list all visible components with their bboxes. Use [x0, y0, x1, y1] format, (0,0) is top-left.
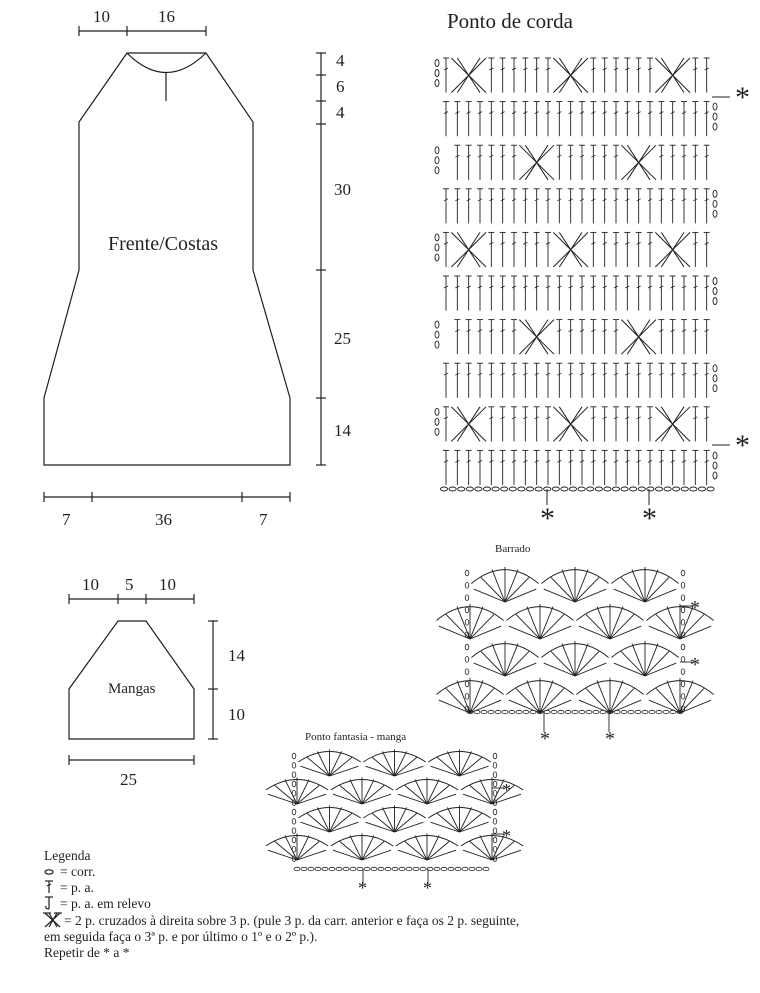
legend-item-chain: = corr. [60, 864, 96, 879]
front-back-label: Frente/Costas [108, 233, 218, 255]
front-back-top-dimension [78, 26, 207, 36]
legend-item-crossed-continuation: em seguida faça o 3ª p. e por último o 1… [44, 929, 318, 944]
sleeves-top-width-3: 10 [159, 575, 176, 594]
front-back-top-width-2: 16 [158, 7, 175, 26]
sleeves-side-dimension [208, 620, 218, 740]
legend-item-crossed: = 2 p. cruzados à direita sobre 3 p. (pu… [64, 913, 520, 928]
corda-repeat-mark-left: * [540, 502, 555, 535]
fantasia-repeat-mark-3: * [358, 878, 367, 898]
ponto-de-corda-chart [434, 57, 730, 505]
corda-repeat-mark-bottom: * [735, 429, 750, 462]
sleeves-outline [68, 620, 195, 740]
barrado-chart [436, 566, 714, 732]
front-back-top-width-1: 10 [93, 7, 110, 26]
sleeves-top-width-1: 10 [82, 575, 99, 594]
fantasia-repeat-mark-2: * [502, 826, 511, 846]
chain-stitch-icon [44, 869, 54, 875]
barrado-repeat-mark-3: * [540, 728, 550, 750]
ponto-fantasia-title: Ponto fantasia - manga [305, 731, 407, 743]
corda-repeat-mark-top: * [735, 81, 750, 114]
fantasia-repeat-mark-1: * [502, 780, 511, 800]
double-crochet-icon [45, 880, 53, 893]
front-back-height-6: 14 [334, 421, 351, 440]
corda-repeat-mark-right: * [642, 502, 657, 535]
sleeves-height-2: 10 [228, 705, 245, 724]
barrado-repeat-mark-2: * [690, 654, 700, 676]
barrado-repeat-mark-1: * [690, 597, 700, 619]
front-back-bottom-width-2: 36 [155, 510, 172, 529]
ponto-de-corda-title: Ponto de corda [447, 9, 573, 33]
sleeves-bottom-dimension [68, 755, 195, 765]
relief-double-crochet-icon [45, 896, 53, 910]
barrado-title: Barrado [495, 543, 531, 555]
legend-repeat-note: Repetir de * a * [44, 945, 130, 960]
front-back-side-dimension [316, 52, 326, 466]
sleeves-height-1: 14 [228, 646, 245, 665]
legend-title: Legenda [44, 848, 91, 863]
barrado-repeat-mark-4: * [605, 728, 615, 750]
front-back-bottom-width-1: 7 [62, 510, 71, 529]
fantasia-repeat-mark-4: * [423, 878, 432, 898]
front-back-bottom-width-3: 7 [259, 510, 268, 529]
sleeves-label: Mangas [108, 681, 156, 697]
front-back-height-3: 4 [336, 103, 345, 122]
sleeves-bottom-width: 25 [120, 770, 137, 789]
front-back-height-4: 30 [334, 180, 351, 199]
sleeves-top-dimension [68, 594, 195, 604]
legend-item-relief: = p. a. em relevo [60, 896, 151, 911]
sleeves-top-width-2: 5 [125, 575, 134, 594]
front-back-bottom-dimension [43, 492, 291, 502]
front-back-height-5: 25 [334, 329, 351, 348]
front-back-height-1: 4 [336, 51, 345, 70]
crossed-stitches-icon [43, 912, 62, 928]
front-back-height-2: 6 [336, 77, 345, 96]
front-back-outline [43, 52, 291, 466]
legend-item-double-crochet: = p. a. [60, 880, 94, 895]
ponto-fantasia-chart [265, 749, 524, 884]
